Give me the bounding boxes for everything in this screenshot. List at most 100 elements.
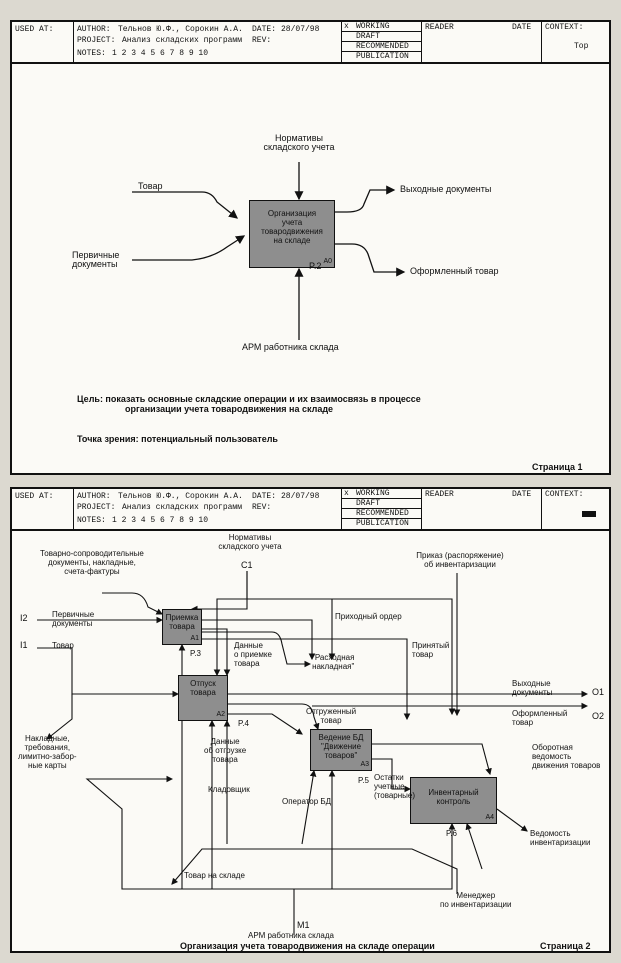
label-line: товар	[412, 650, 434, 659]
page2-arrows	[37, 571, 589, 935]
activity-line: учета	[281, 218, 303, 227]
rev-label: REV:	[252, 503, 272, 512]
label-receipt-order: Приходный ордер	[335, 612, 402, 621]
box-id: A1	[190, 635, 199, 642]
input-docs-line: Первичные	[72, 250, 120, 260]
label-line: лимитно-забор-	[18, 752, 77, 761]
box-id: A3	[360, 761, 369, 768]
input-docs-arrow	[132, 235, 246, 261]
context-label: CONTEXT:	[545, 490, 584, 499]
label-line: Ведомость	[530, 829, 571, 838]
notes-value: 1 2 3 4 5 6 7 8 9 10	[112, 516, 209, 525]
activity-id: A0	[323, 258, 332, 265]
label-receipt-data: Данные о приемке товара	[234, 641, 272, 668]
label-storekeeper: Кладовщик	[208, 785, 250, 794]
label-line: Остатки	[374, 773, 404, 782]
input-goods-label: Товар	[138, 181, 163, 191]
page1-arrows	[132, 162, 406, 340]
label-line: документы	[512, 688, 553, 697]
label-line: требования,	[24, 743, 71, 752]
status-recommended: RECOMMENDED	[356, 42, 409, 51]
author-label: AUTHOR:	[77, 25, 111, 34]
page-label-2: Страница 2	[540, 941, 591, 951]
output-docs-arrow	[334, 185, 396, 213]
project-label: PROJECT:	[77, 503, 116, 512]
label-formatted: Оформленный товар	[512, 709, 567, 727]
author-label: AUTHOR:	[77, 492, 111, 501]
label-waybill: "Расходная накладная"	[312, 653, 354, 671]
label-line: Приказ (распоряжение)	[416, 551, 504, 560]
label-line: Менеджер	[456, 891, 496, 900]
label-primary: Первичные документы	[52, 610, 94, 628]
label-line: товара	[212, 755, 238, 764]
reader-label: READER	[425, 23, 454, 32]
label-line: об отгрузке	[204, 746, 247, 755]
label-line: о приемке	[234, 650, 272, 659]
label-operator: Оператор БД	[282, 797, 332, 806]
output-goods-label: Оформленный товар	[410, 266, 499, 276]
output-docs-label: Выходные документы	[400, 184, 492, 194]
control-line: складского учета	[263, 142, 335, 152]
mechanism-label: АРМ работника склада	[242, 342, 339, 352]
activity-number: P.2	[309, 261, 322, 271]
notes-value: 1 2 3 4 5 6 7 8 9 10	[112, 49, 209, 58]
label-arm: АРМ работника склада	[248, 931, 334, 940]
input-goods-arrow	[132, 191, 239, 219]
box-number-a1: P.3	[190, 649, 201, 658]
label-line: накладная"	[312, 662, 355, 671]
input-docs-line: документы	[72, 259, 118, 269]
label-i2: I2	[20, 613, 28, 623]
label-line: Накладные,	[25, 734, 70, 743]
activity-box-a3: Ведение БД "Движение товаров" A3	[310, 729, 372, 771]
date-value: 28/07/98	[281, 492, 320, 501]
box-line: товаров"	[324, 751, 358, 760]
status-mark: x	[344, 22, 349, 31]
diagram-title-page-2: Организация учета товародвижения на скла…	[180, 941, 435, 951]
activity-box-a1: Приемка товара A1	[162, 609, 202, 645]
date2-label: DATE	[512, 23, 532, 32]
author-value: Тельнов Ю.Ф., Сорокин А.А.	[118, 25, 243, 34]
sheet-header: USED AT: AUTHOR: Тельнов Ю.Ф., Сорокин А…	[12, 22, 609, 64]
activity-box-a2: Отпуск товара A2	[178, 675, 228, 721]
label-tsd: Товарно-сопроводительные документы, накл…	[40, 549, 144, 576]
label-ship-data: Данные об отгрузке товара	[204, 737, 246, 764]
reader-label: READER	[425, 490, 454, 499]
date-value: 28/07/98	[281, 25, 320, 34]
label-line: Выходные	[512, 679, 551, 688]
label-line: по инвентаризации	[440, 900, 512, 909]
label-line: товар	[512, 718, 534, 727]
activity-box-a0: Организация учета товародвижения на скла…	[249, 200, 335, 268]
project-value: Анализ складских программ	[122, 36, 243, 45]
label-line: об инвентаризации	[424, 560, 496, 569]
status-draft: DRAFT	[356, 499, 381, 508]
label-line: движения товаров	[532, 761, 601, 770]
label-line: инвентаризации	[530, 838, 591, 847]
label-line: документы, накладные,	[47, 558, 136, 567]
label-line: товара	[234, 659, 260, 668]
context-top: Top	[574, 42, 589, 51]
label-m1: M1	[297, 920, 310, 930]
box-line: товара	[169, 622, 195, 631]
label-shipped: Отгруженный товар	[306, 707, 356, 725]
label-line: товар	[320, 716, 342, 725]
box-line: Отпуск	[190, 679, 216, 688]
context-node-mark	[582, 511, 596, 517]
date2-label: DATE	[512, 490, 532, 499]
label-line: Данные	[210, 737, 240, 746]
status-working: WORKING	[356, 489, 390, 498]
label-line: Оборотная	[532, 743, 573, 752]
used-at-label: USED AT:	[15, 492, 54, 501]
activity-box-a4: Инвентарный контроль A4	[410, 777, 497, 824]
status-recommended: RECOMMENDED	[356, 509, 409, 518]
label-accepted: Принятый товар	[412, 641, 449, 659]
notes-label: NOTES:	[77, 516, 106, 525]
label-manager: Менеджер по инвентаризации	[440, 891, 512, 909]
label-i1: I1	[20, 640, 28, 650]
box-number-a4: P.6	[446, 829, 457, 838]
box-line: контроль	[436, 797, 471, 806]
label-invoices: Накладные, требования, лимитно-забор- ны…	[18, 734, 77, 770]
label-line: Оформленный	[512, 709, 568, 718]
rev-label: REV:	[252, 36, 272, 45]
idef0-sheet-page-2: USED AT: AUTHOR: Тельнов Ю.Ф., Сорокин А…	[10, 487, 611, 953]
box-number-a3: P.5	[358, 776, 369, 785]
